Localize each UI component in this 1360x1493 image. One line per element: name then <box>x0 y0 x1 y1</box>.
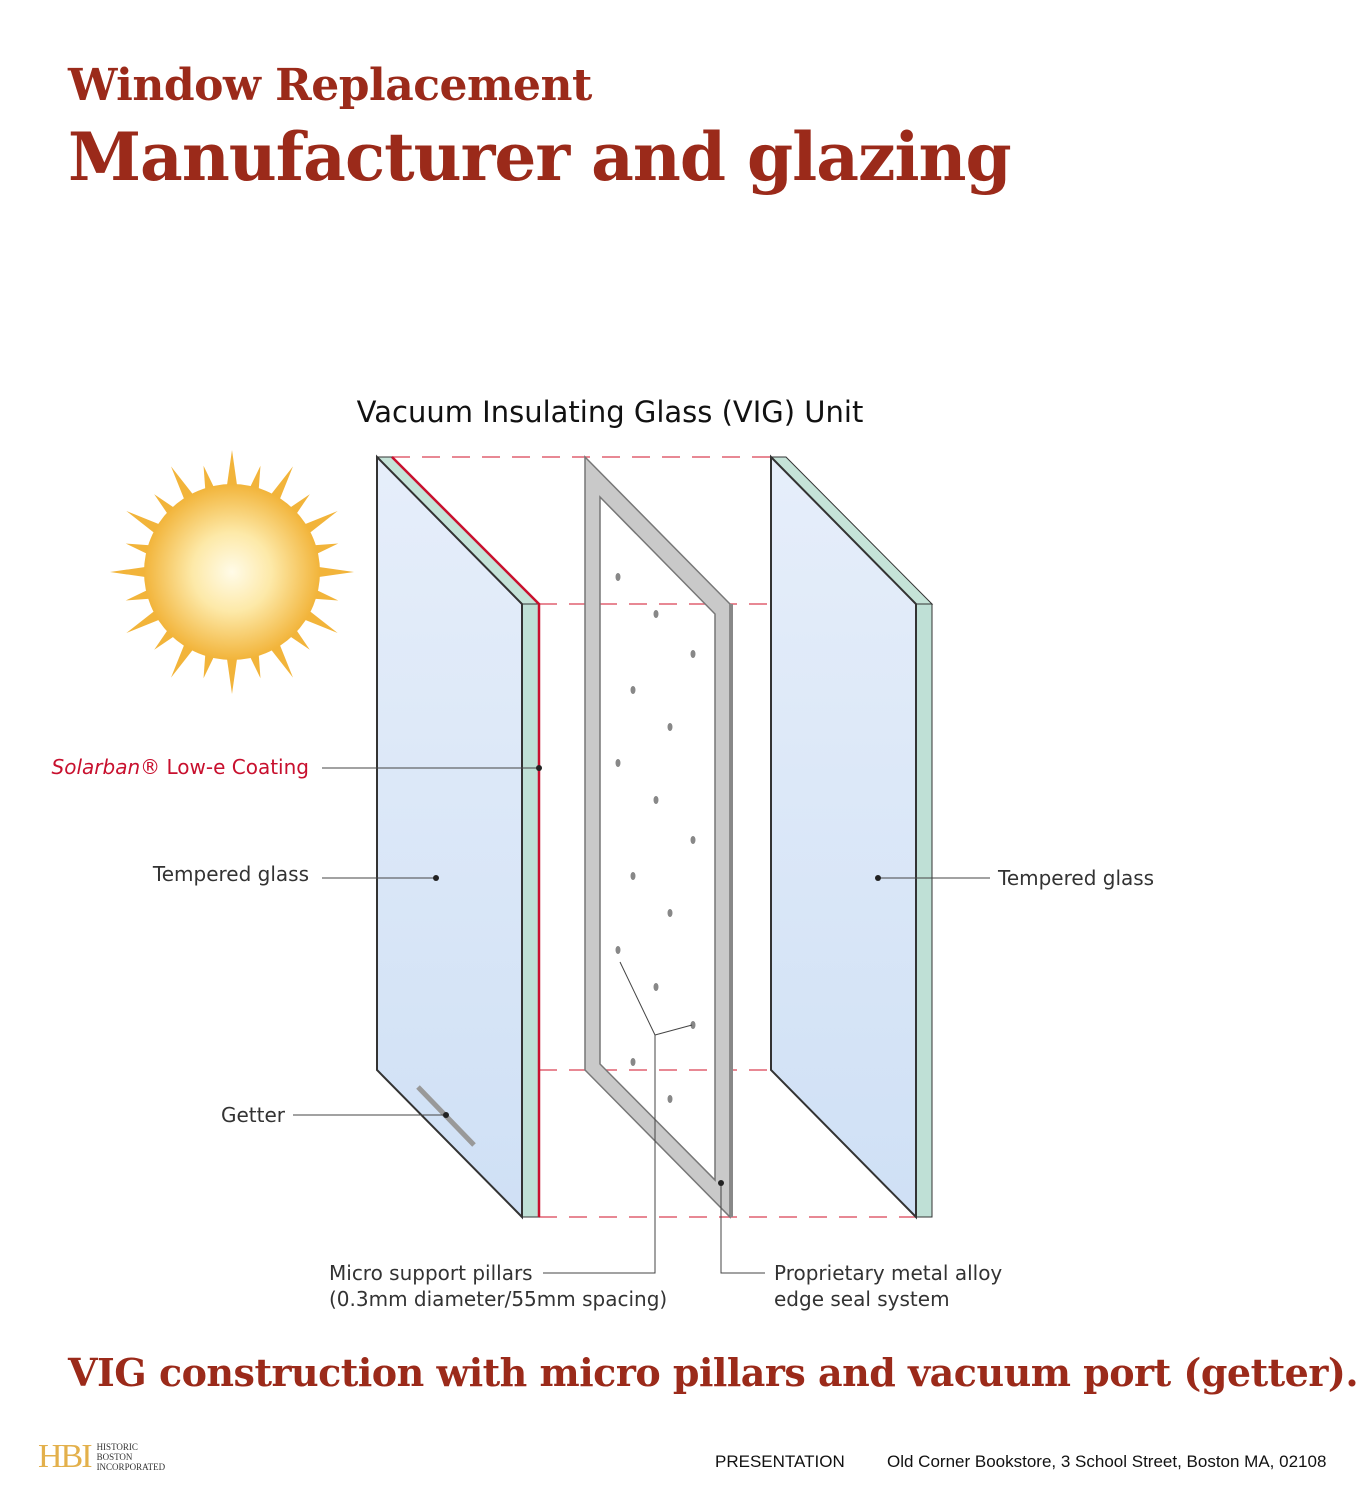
diagram-title: Vacuum Insulating Glass (VIG) Unit <box>357 395 864 429</box>
sun-disc <box>144 484 320 660</box>
sun-icon <box>110 450 354 694</box>
label-low-e-coating: Solarban® Low-e Coating <box>52 755 309 779</box>
micro-pillar <box>653 983 659 991</box>
footer-section: PRESENTATION <box>715 1452 845 1471</box>
slide-caption: VIG construction with micro pillars and … <box>68 1350 1359 1395</box>
micro-pillar <box>653 796 659 804</box>
leader-lines <box>293 767 990 1274</box>
logo-mark: HBI <box>38 1438 93 1475</box>
low-e-coating <box>391 456 541 1217</box>
label-tempered-glass-left: Tempered glass <box>152 862 309 886</box>
label-pillars-line2: (0.3mm diameter/55mm spacing) <box>329 1287 667 1311</box>
micro-pillars <box>615 573 696 1103</box>
label-seal-line2: edge seal system <box>774 1287 950 1311</box>
micro-pillar <box>667 909 673 917</box>
left-glass-pane <box>375 454 541 1220</box>
slide-title: Manufacturer and glazing <box>68 118 1012 196</box>
micro-pillar <box>667 1095 673 1103</box>
micro-pillar <box>690 836 696 844</box>
label-tempered-glass-right: Tempered glass <box>997 866 1154 890</box>
spacer-frame <box>584 455 733 1219</box>
micro-pillar <box>630 872 636 880</box>
micro-pillar <box>630 686 636 694</box>
label-pillars-line1: Micro support pillars <box>329 1261 533 1285</box>
micro-pillar <box>690 1021 696 1029</box>
micro-pillar <box>653 610 659 618</box>
micro-pillar <box>615 946 621 954</box>
leader-dots <box>433 765 881 1186</box>
micro-pillar <box>615 573 621 581</box>
micro-pillar <box>615 759 621 767</box>
micro-pillar <box>690 650 696 658</box>
label-seal-line1: Proprietary metal alloy <box>774 1261 1002 1285</box>
label-getter: Getter <box>221 1103 286 1127</box>
micro-pillar <box>667 723 673 731</box>
right-glass-pane <box>769 454 934 1220</box>
footer-address: Old Corner Bookstore, 3 School Street, B… <box>887 1452 1327 1471</box>
micro-pillar <box>630 1058 636 1066</box>
slide-supertitle: Window Replacement <box>68 60 592 111</box>
